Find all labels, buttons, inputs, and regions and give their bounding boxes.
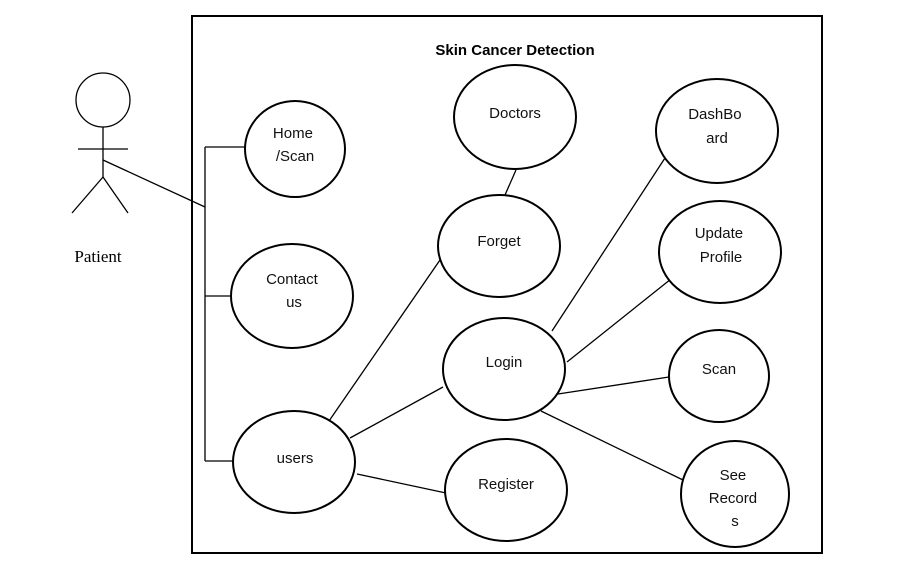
- actor-right-leg: [102, 176, 129, 214]
- users-login-link: [349, 386, 444, 439]
- login-dashboard-link: [551, 157, 666, 332]
- use-case-label: Record: [709, 490, 757, 507]
- svg-text:Register: Register: [478, 476, 534, 493]
- actor-patient: Patient: [71, 72, 131, 266]
- svg-text:Scan: Scan: [702, 361, 736, 378]
- svg-text:users: users: [277, 450, 314, 467]
- ellipse: [230, 243, 354, 349]
- use-case-label: DashBo: [688, 106, 741, 123]
- ellipse: [437, 194, 561, 298]
- use-case-update-profile: Update Profile: [658, 200, 782, 304]
- ellipse: [668, 329, 770, 423]
- login-see-records-link: [540, 410, 684, 481]
- svg-text:Login: Login: [486, 354, 523, 371]
- use-case-label: See: [720, 467, 747, 484]
- login-update-profile-link: [566, 278, 672, 363]
- use-case-contact-us: Contact us: [230, 243, 354, 349]
- use-case-users: users: [232, 410, 356, 514]
- associations: [102, 146, 684, 494]
- use-case-label: Forget: [477, 233, 521, 250]
- use-case-see-records: See Record s: [680, 440, 790, 548]
- use-case-dashboard: DashBo ard: [655, 78, 779, 184]
- use-case-label: us: [286, 294, 302, 311]
- use-case-login: Login: [442, 317, 566, 421]
- users-register-link: [356, 473, 447, 494]
- svg-text:Home /Scan: Home /Scan: [273, 125, 317, 165]
- use-case-label: Update: [695, 225, 743, 242]
- use-case-label: s: [731, 513, 739, 530]
- use-case-label: /Scan: [276, 148, 314, 165]
- use-case-home-scan: Home /Scan: [244, 100, 346, 198]
- users-forget-link: [328, 259, 441, 422]
- actor-association: [102, 159, 206, 208]
- use-case-label: Register: [478, 476, 534, 493]
- forget-doctors-link: [504, 169, 517, 196]
- svg-text:See Record s: See Record s: [709, 467, 762, 530]
- ellipse: [232, 410, 356, 514]
- use-case-doctors: Doctors: [453, 64, 577, 170]
- use-case-label: Contact: [266, 271, 319, 288]
- actor-left-leg: [71, 176, 104, 214]
- svg-text:Update Profile: Update Profile: [695, 225, 748, 266]
- use-case-register: Register: [444, 438, 568, 542]
- ellipse: [655, 78, 779, 184]
- diagram-title: Skin Cancer Detection: [435, 42, 594, 59]
- actor-label: Patient: [74, 247, 121, 266]
- use-case-label: Home: [273, 125, 313, 142]
- use-case-label: Login: [486, 354, 523, 371]
- ellipse: [658, 200, 782, 304]
- actor-head: [75, 72, 131, 128]
- ellipse: [442, 317, 566, 421]
- system-boundary: [191, 15, 823, 554]
- use-case-label: ard: [706, 130, 728, 147]
- ellipse: [244, 100, 346, 198]
- use-case-scan: Scan: [668, 329, 770, 423]
- use-case-label: Scan: [702, 361, 736, 378]
- svg-text:Doctors: Doctors: [489, 105, 541, 122]
- ellipse: [680, 440, 790, 548]
- use-case-label: Profile: [700, 249, 743, 266]
- ellipse: [444, 438, 568, 542]
- login-scan-link: [557, 376, 670, 395]
- ellipse: [453, 64, 577, 170]
- svg-text:Contact us: Contact us: [266, 271, 322, 311]
- svg-text:DashBo ard: DashBo ard: [688, 106, 746, 147]
- use-case-label: Doctors: [489, 105, 541, 122]
- use-case-forget: Forget: [437, 194, 561, 298]
- svg-text:Forget: Forget: [477, 233, 521, 250]
- use-case-label: users: [277, 450, 314, 467]
